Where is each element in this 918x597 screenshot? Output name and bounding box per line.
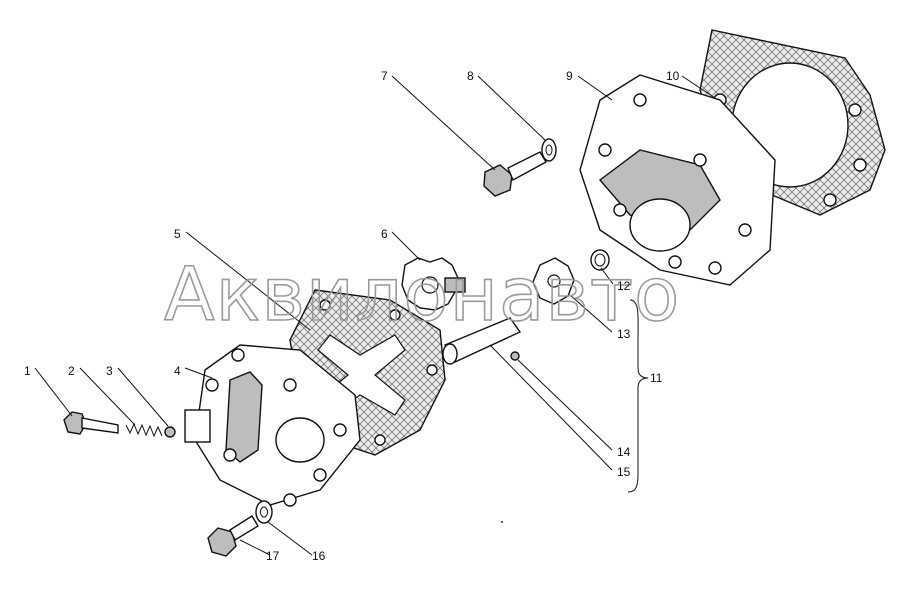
- watermark-text: Аквилонавто: [164, 252, 680, 338]
- spring-2: [125, 422, 163, 438]
- callout-9: 9: [566, 69, 573, 83]
- callout-16: 16: [312, 549, 326, 563]
- pump-body-9: [579, 74, 776, 286]
- callout-17: 17: [266, 549, 280, 563]
- washer-12: [590, 249, 610, 271]
- callout-labels: 1 2 3 4 5 6 7 8 9 10 11 12 13 14 15 16 1…: [24, 69, 680, 563]
- bolt-7: [483, 151, 547, 197]
- callout-14: 14: [617, 445, 631, 459]
- speck-dot: [501, 521, 503, 523]
- plug-1: [63, 411, 119, 435]
- gear-6: [401, 257, 466, 311]
- washer-8: [541, 138, 557, 162]
- callout-2: 2: [68, 364, 75, 378]
- gear-13: [532, 257, 575, 305]
- cover-4: [184, 344, 361, 507]
- washer-16: [255, 500, 273, 524]
- callout-15: 15: [617, 465, 631, 479]
- callout-12: 12: [617, 279, 631, 293]
- ball-3: [164, 426, 176, 438]
- callout-4: 4: [174, 364, 181, 378]
- callout-13: 13: [617, 327, 631, 341]
- callout-6: 6: [381, 227, 388, 241]
- callout-5: 5: [174, 227, 181, 241]
- callout-7: 7: [381, 69, 388, 83]
- ball-14: [510, 351, 520, 361]
- callout-11: 11: [650, 371, 663, 385]
- callout-8: 8: [467, 69, 474, 83]
- callout-3: 3: [106, 364, 113, 378]
- callout-10: 10: [666, 69, 680, 83]
- callout-1: 1: [24, 364, 31, 378]
- bolt-17: [207, 515, 259, 557]
- leader-lines: [34, 75, 719, 556]
